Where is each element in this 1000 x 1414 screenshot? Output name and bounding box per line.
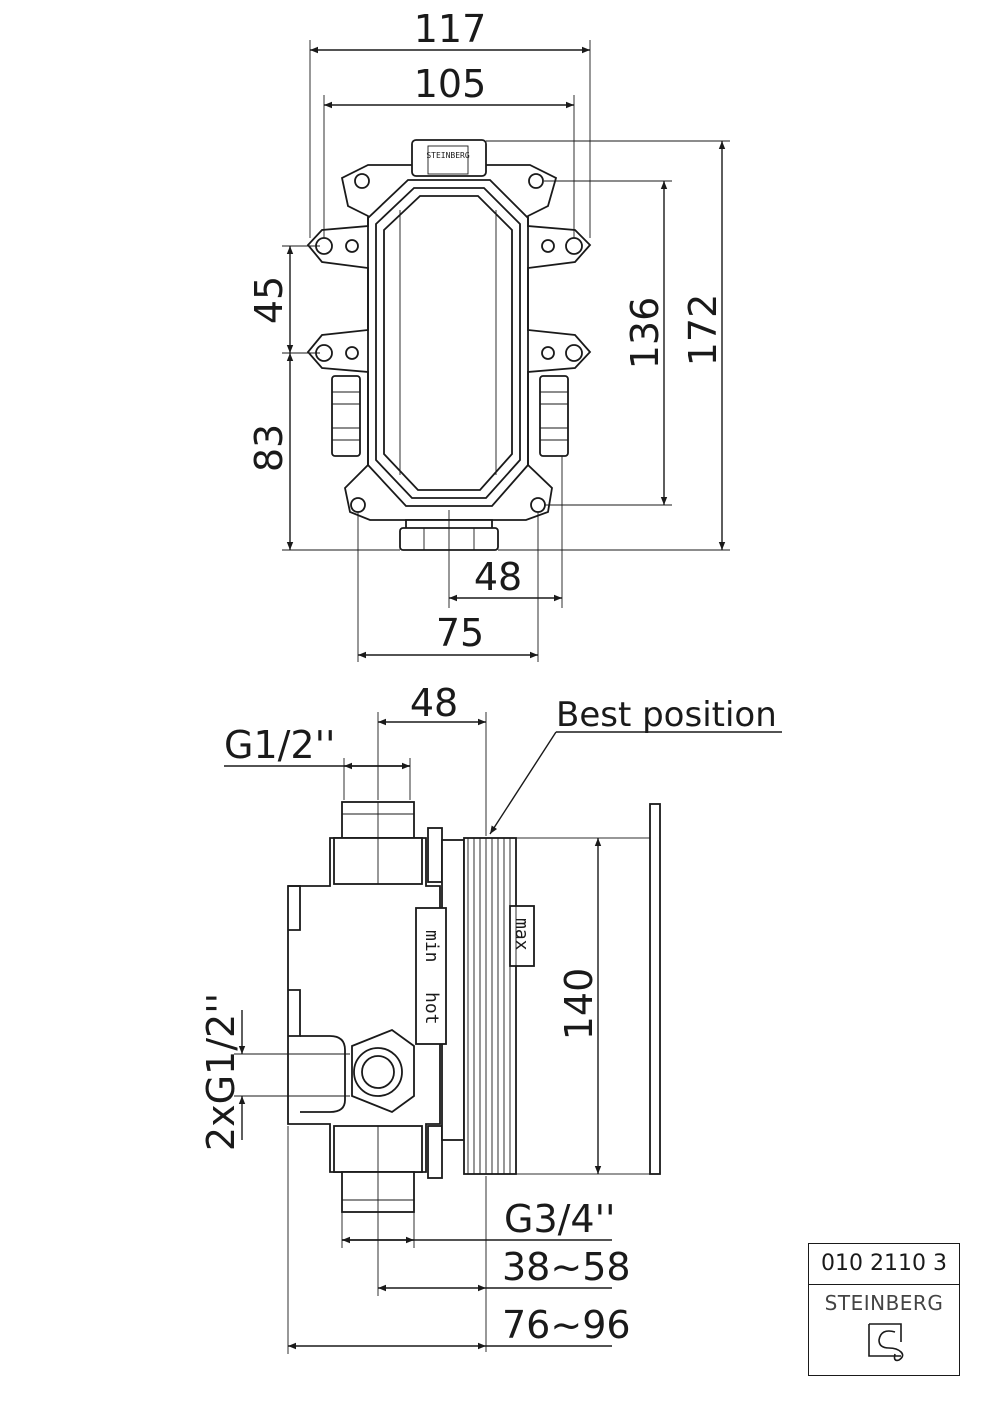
dim-2xg12: 2xG1/2''	[199, 993, 350, 1151]
dim-g34: G3/4''	[341, 1176, 616, 1352]
dim-g34-label: G3/4''	[504, 1197, 616, 1241]
dim-g12-top-label: G1/2''	[224, 723, 336, 767]
article-number: 010 2110 3	[809, 1244, 959, 1285]
dim-75: 75	[357, 512, 539, 662]
dim-105: 105	[323, 62, 575, 238]
label-min: min	[421, 930, 442, 963]
dim-45-83: 45 83	[247, 245, 400, 551]
best-position-label: Best position	[556, 695, 777, 735]
dim-172: 172	[486, 140, 730, 551]
dim-117: 117	[309, 7, 591, 238]
dim-48-top-label: 48	[474, 555, 522, 599]
side-view: min hot max 48 G1/2'' Best po	[199, 681, 782, 1354]
dim-48-side-label: 48	[410, 681, 458, 725]
brand-name: STEINBERG	[824, 1291, 944, 1315]
label-max: max	[511, 918, 532, 951]
article-code-box: 010 2110 3 STEINBERG	[808, 1243, 960, 1376]
dim-83-label: 83	[247, 424, 291, 472]
dim-76-96: 76~96	[287, 1126, 631, 1354]
side-connectors	[331, 375, 569, 457]
dim-140: 140	[557, 838, 602, 1174]
best-position-callout: Best position	[489, 695, 782, 835]
steinberg-logo-icon	[868, 1323, 904, 1362]
label-hot: hot	[421, 992, 442, 1025]
cover-plate	[515, 803, 661, 1175]
dim-45-label: 45	[247, 276, 291, 324]
dim-117-label: 117	[414, 7, 487, 51]
top-view: STEINBERG	[247, 7, 730, 662]
dim-105-label: 105	[414, 62, 487, 106]
threaded-sleeve: min hot max	[415, 837, 535, 1175]
dim-48-top: 48	[448, 456, 563, 608]
stamp-text: STEINBERG	[426, 151, 470, 160]
dim-38-58: 38~58	[377, 1212, 631, 1296]
mounting-frame: STEINBERG	[306, 139, 592, 521]
dim-38-58-label: 38~58	[502, 1245, 631, 1289]
dim-g12-top: G1/2''	[224, 723, 411, 800]
dim-136: 136	[544, 180, 672, 506]
dim-75-label: 75	[436, 611, 484, 655]
dim-48-side: 48	[377, 681, 487, 836]
dim-2xg12-label: 2xG1/2''	[199, 993, 243, 1151]
dim-140-label: 140	[557, 968, 601, 1041]
dim-136-label: 136	[623, 297, 667, 370]
dim-76-96-label: 76~96	[502, 1303, 631, 1347]
dim-172-label: 172	[681, 294, 725, 367]
valve-body	[287, 801, 465, 1213]
